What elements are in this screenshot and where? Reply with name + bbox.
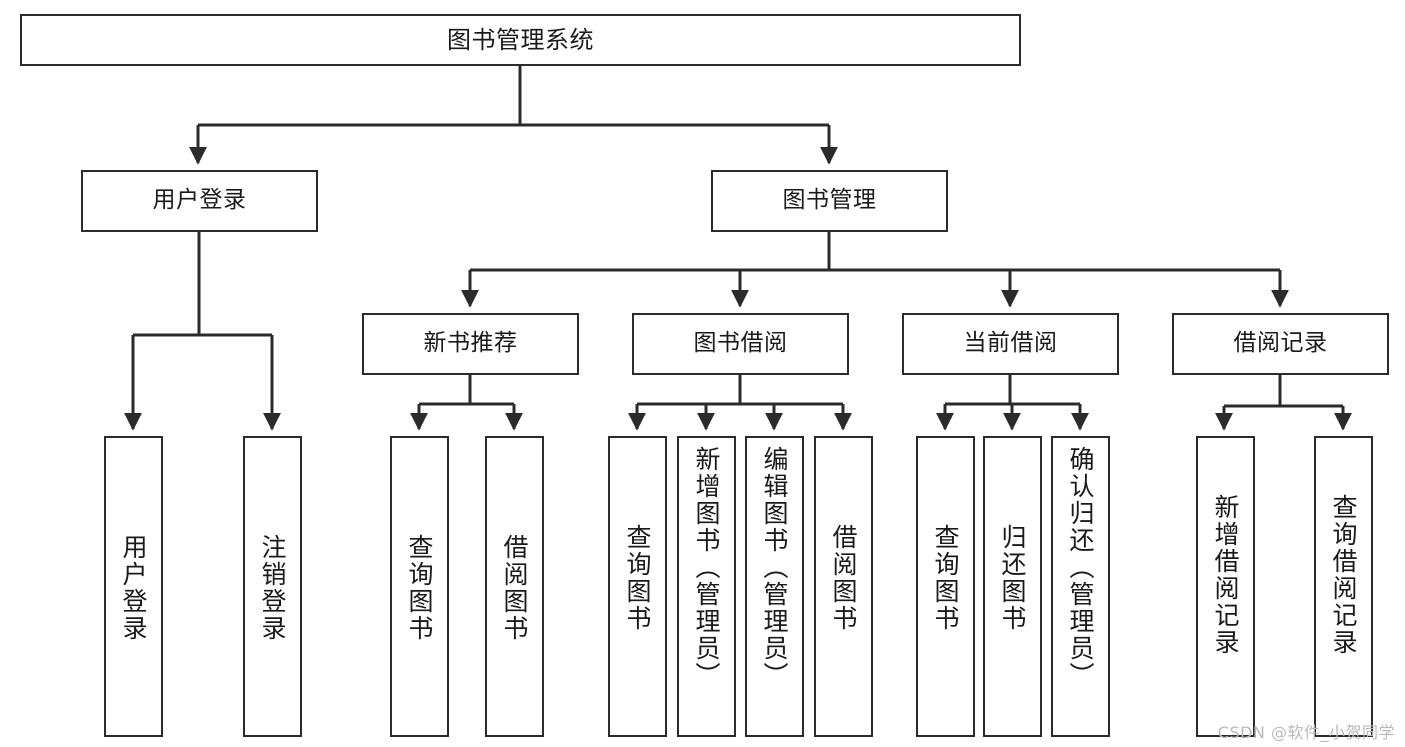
node-book-management[interactable]: 图书管理 [711,170,948,232]
node-label: 编辑图书（管理员） [760,446,789,689]
node-leaf-query-book-newbook[interactable]: 查询图书 [390,436,449,737]
node-current-borrow[interactable]: 当前借阅 [902,313,1119,375]
node-label: 当前借阅 [963,330,1058,357]
node-label: 注销登录 [258,534,287,642]
node-leaf-query-book-current[interactable]: 查询图书 [916,436,975,737]
node-label: 借阅图书 [500,534,529,642]
node-leaf-add-borrow-record[interactable]: 新增借阅记录 [1196,436,1255,737]
node-borrow-record[interactable]: 借阅记录 [1172,313,1389,375]
node-label: 图书管理 [782,187,877,214]
node-label: 查询图书 [623,524,652,632]
node-label: 查询借阅记录 [1329,494,1358,656]
node-label: 借阅图书 [829,524,858,632]
node-leaf-query-borrow-record[interactable]: 查询借阅记录 [1314,436,1373,737]
node-leaf-confirm-return-admin[interactable]: 确认归还（管理员） [1051,436,1110,737]
node-leaf-user-login[interactable]: 用户登录 [104,436,163,737]
node-leaf-query-book-borrow[interactable]: 查询图书 [608,436,667,737]
node-label: 借阅记录 [1233,330,1328,357]
node-label: 查询图书 [931,524,960,632]
node-root-book-management-system[interactable]: 图书管理系统 [20,14,1021,66]
node-new-book-recommend[interactable]: 新书推荐 [362,313,579,375]
node-label: 用户登录 [119,534,148,642]
node-label: 图书管理系统 [447,25,594,54]
node-book-borrow[interactable]: 图书借阅 [632,313,849,375]
node-leaf-logout[interactable]: 注销登录 [243,436,302,737]
node-leaf-add-book-admin[interactable]: 新增图书（管理员） [677,436,736,737]
node-user-login[interactable]: 用户登录 [81,170,318,232]
watermark: CSDN @软件_小贺同学 [1217,723,1395,742]
node-label: 新增图书（管理员） [692,446,721,689]
node-label: 新书推荐 [423,330,518,357]
node-leaf-edit-book-admin[interactable]: 编辑图书（管理员） [745,436,804,737]
node-label: 归还图书 [998,524,1027,632]
node-leaf-borrow-book-newbook[interactable]: 借阅图书 [485,436,544,737]
node-label: 新增借阅记录 [1211,494,1240,656]
node-label: 用户登录 [152,187,247,214]
node-leaf-return-book[interactable]: 归还图书 [983,436,1042,737]
node-label: 确认归还（管理员） [1066,446,1095,689]
node-leaf-borrow-book[interactable]: 借阅图书 [814,436,873,737]
node-label: 图书借阅 [693,330,788,357]
node-label: 查询图书 [405,534,434,642]
